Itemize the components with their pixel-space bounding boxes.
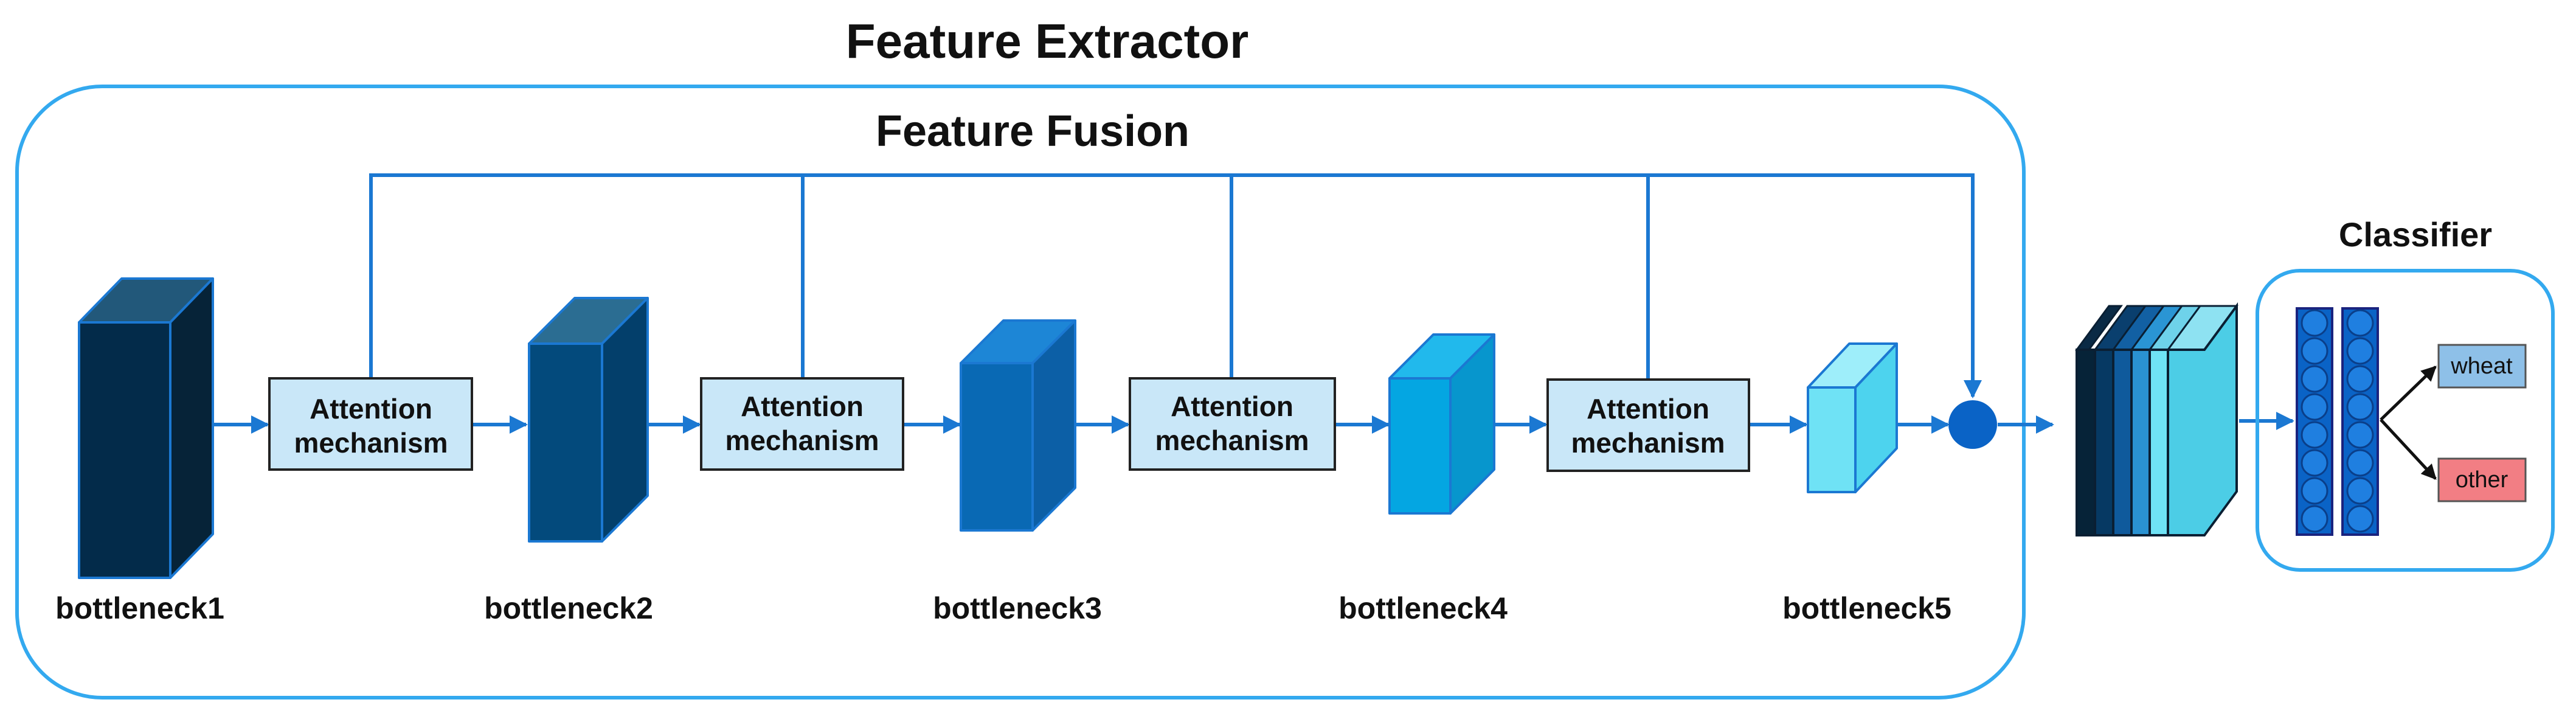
neuron xyxy=(2301,337,2328,365)
bottleneck5-block xyxy=(1807,342,1898,493)
output-other-box xyxy=(2437,457,2527,502)
bottleneck1-front-face xyxy=(78,321,171,579)
bottleneck3-label: bottleneck3 xyxy=(933,591,1102,625)
classifier-layer-2 xyxy=(2341,307,2379,536)
attention-box-4-line1: Attention xyxy=(1587,393,1709,425)
classifier-title: Classifier xyxy=(2339,215,2492,254)
attention-box-1: Attention mechanism xyxy=(268,377,473,471)
output-wheat-label: wheat xyxy=(2450,353,2513,379)
neuron xyxy=(2301,421,2328,449)
bottleneck4-block xyxy=(1388,333,1495,515)
bottleneck1-side-face xyxy=(169,277,214,579)
bottleneck3-block xyxy=(960,319,1076,532)
attention-box-1-line1: Attention xyxy=(310,393,432,425)
fusion-top-line xyxy=(369,173,1982,398)
bottleneck2-front-face xyxy=(528,342,603,543)
feature-fusion-title: Feature Fusion xyxy=(876,107,1189,156)
bottleneck5-front-face xyxy=(1807,386,1857,493)
attention-box-3-line1: Attention xyxy=(1171,391,1293,422)
arrow-to-wheat xyxy=(2380,366,2437,421)
feature-extractor-title: Feature Extractor xyxy=(846,14,1248,68)
output-wheat-box xyxy=(2437,344,2527,389)
output-wheat: wheat xyxy=(2437,344,2527,389)
attention-box-3: Attention mechanism xyxy=(1129,377,1336,471)
neuron xyxy=(2301,477,2328,505)
classifier-frame xyxy=(2256,269,2555,572)
attention-box-1-line2: mechanism xyxy=(294,427,448,459)
neuron xyxy=(2301,505,2328,533)
attention-box-4-line2: mechanism xyxy=(1571,427,1725,459)
bottleneck2-block xyxy=(528,297,649,543)
attention-box-4: Attention mechanism xyxy=(1546,378,1750,472)
neuron xyxy=(2301,365,2328,393)
neuron xyxy=(2346,309,2374,337)
attention-box-2: Attention mechanism xyxy=(700,377,904,471)
attention-box-2-line2: mechanism xyxy=(725,425,879,456)
bottleneck1-label: bottleneck1 xyxy=(55,591,224,625)
neuron xyxy=(2346,365,2374,393)
fused-feature-stack xyxy=(2075,302,2238,536)
neuron xyxy=(2346,393,2374,421)
attention-box-3-line2: mechanism xyxy=(1155,425,1309,456)
classifier-layers xyxy=(2296,307,2379,536)
neuron xyxy=(2346,449,2374,477)
neuron xyxy=(2301,393,2328,421)
neuron xyxy=(2346,421,2374,449)
arrow-to-other xyxy=(2380,418,2437,480)
fusion-node xyxy=(1948,400,1997,449)
neuron xyxy=(2346,505,2374,533)
bottleneck4-label: bottleneck4 xyxy=(1338,591,1508,625)
fusion-lines xyxy=(369,173,1982,398)
output-other-label: other xyxy=(2456,467,2508,493)
bottleneck-blocks xyxy=(78,277,1898,579)
neuron xyxy=(2301,449,2328,477)
bottleneck3-front-face xyxy=(960,362,1034,532)
neuron xyxy=(2346,477,2374,505)
neuron xyxy=(2346,337,2374,365)
flow-arrows xyxy=(212,412,2294,434)
neuron xyxy=(2301,309,2328,337)
bottleneck2-label: bottleneck2 xyxy=(484,591,653,625)
feature-extractor-frame xyxy=(15,85,2026,699)
bottleneck1-block xyxy=(78,277,214,579)
attention-box-2-line1: Attention xyxy=(741,391,864,422)
classifier-layer-1 xyxy=(2296,307,2333,536)
output-other: other xyxy=(2437,457,2527,502)
bottleneck4-front-face xyxy=(1388,377,1452,515)
bottleneck5-label: bottleneck5 xyxy=(1782,591,1951,625)
